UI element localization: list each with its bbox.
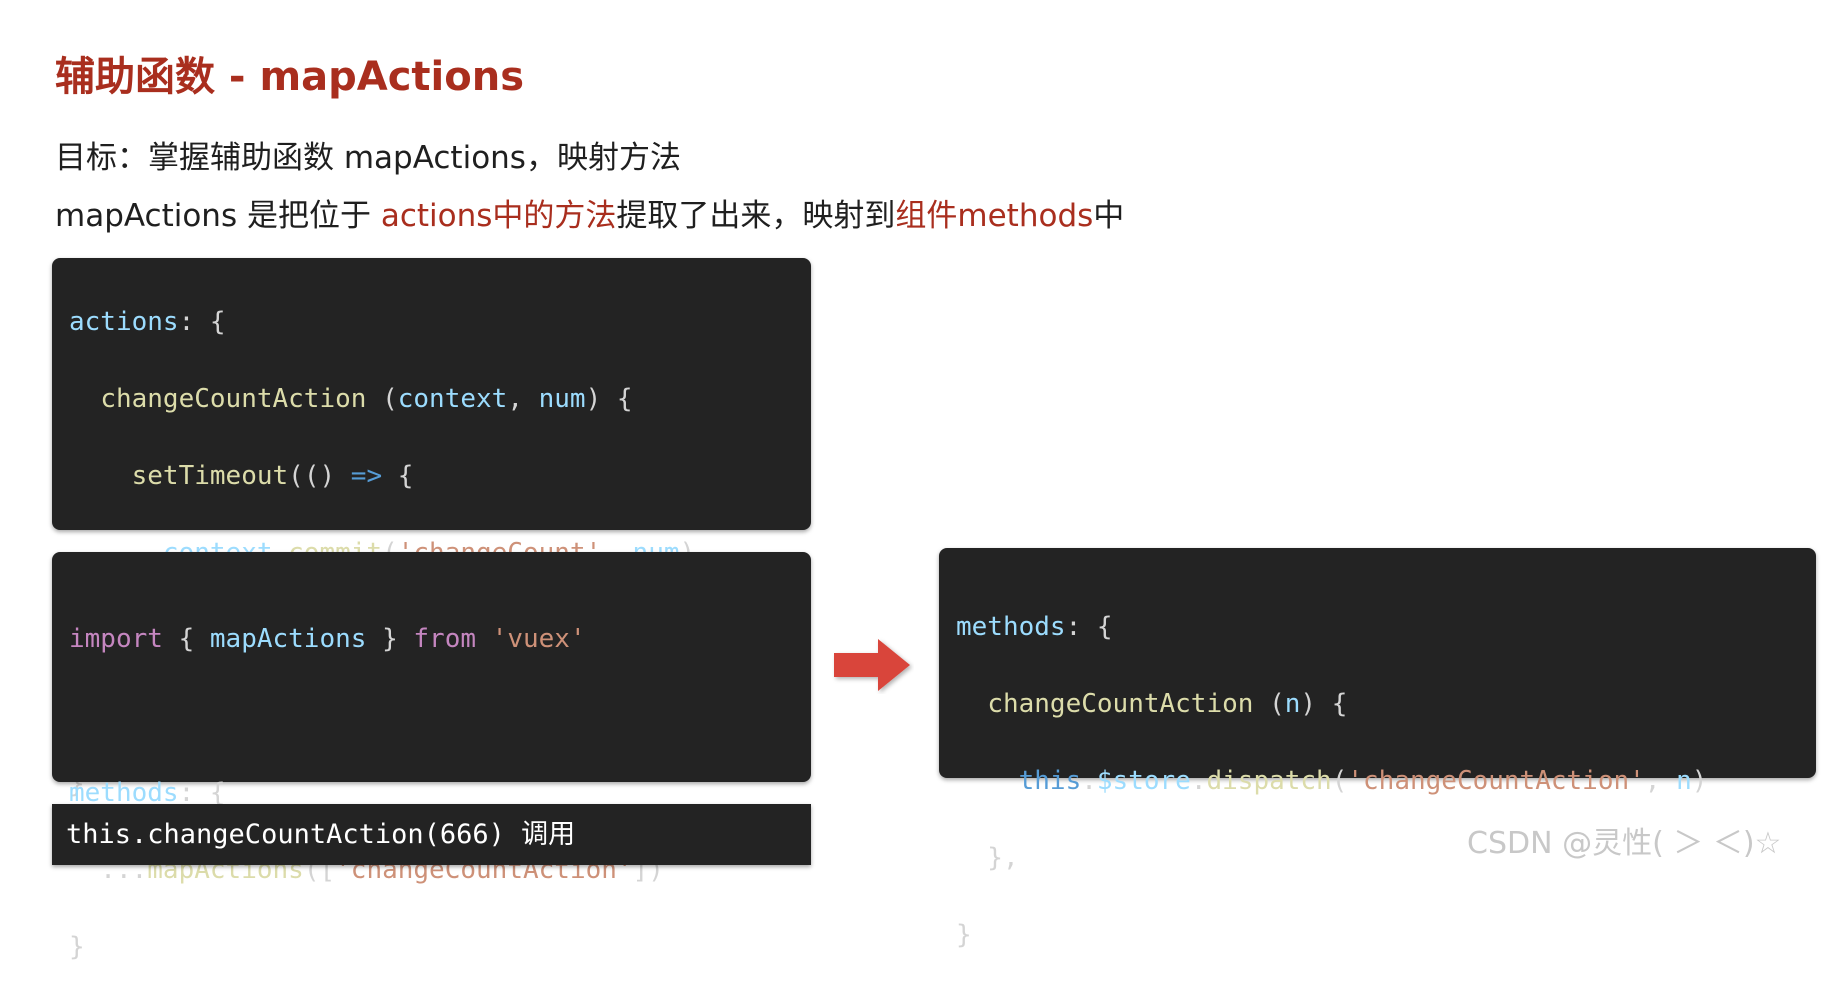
code-token: methods bbox=[956, 611, 1066, 642]
desc-highlight-methods: 组件methods bbox=[895, 198, 1094, 234]
code-token: import bbox=[69, 623, 163, 654]
code-token: n bbox=[1676, 765, 1692, 796]
code-token: num bbox=[538, 383, 586, 414]
code-token: $store bbox=[1096, 765, 1191, 796]
code-line: actions: { bbox=[69, 303, 811, 342]
code-token: . bbox=[1190, 765, 1207, 796]
code-indent bbox=[956, 689, 987, 719]
watermark: CSDN @灵性( ＞ ＜)☆ bbox=[1467, 826, 1782, 861]
page-title: 辅助函数 - mapActions bbox=[55, 54, 525, 100]
code-token: }, bbox=[956, 842, 1019, 873]
code-token bbox=[476, 624, 492, 654]
code-token: 'changeCountAction' bbox=[1347, 765, 1645, 796]
code-token: changeCountAction bbox=[100, 383, 367, 414]
code-line: } bbox=[69, 928, 811, 967]
code-line: methods: { bbox=[956, 608, 1816, 647]
arrow-right-icon bbox=[834, 639, 910, 691]
code-token: n bbox=[1284, 688, 1301, 719]
code-token: 'vuex' bbox=[491, 623, 586, 654]
code-token: : { bbox=[178, 306, 226, 337]
code-line: } bbox=[956, 916, 1816, 955]
actions-code-block: actions: { changeCountAction (context, n… bbox=[52, 258, 811, 799]
code-token: changeCountAction bbox=[987, 688, 1254, 719]
code-token: actions bbox=[69, 306, 179, 337]
desc-part-2: 提取了出来，映射到 bbox=[616, 198, 896, 234]
code-line: setTimeout(() => { bbox=[69, 457, 811, 496]
code-token: ( bbox=[1331, 765, 1348, 796]
code-line: changeCountAction (context, num) { bbox=[69, 380, 811, 419]
code-token: } bbox=[366, 623, 414, 654]
code-line: import { mapActions } from 'vuex' bbox=[69, 620, 811, 659]
code-token: setTimeout bbox=[131, 460, 289, 491]
methods-code-block: methods: { changeCountAction (n) { this.… bbox=[939, 548, 1816, 950]
code-indent bbox=[69, 461, 132, 491]
desc-highlight-actions: actions中的方法 bbox=[380, 198, 617, 234]
code-token: : { bbox=[1065, 611, 1113, 642]
code-token: ) { bbox=[1300, 688, 1348, 719]
code-token: this bbox=[1018, 765, 1082, 796]
code-token: } bbox=[956, 919, 972, 950]
call-text: this.changeCountAction(666) 调用 bbox=[66, 819, 576, 850]
desc-part-1: mapActions 是把位于 bbox=[55, 198, 381, 234]
code-line: changeCountAction (n) { bbox=[956, 685, 1816, 724]
code-line-blank bbox=[69, 697, 811, 736]
code-token: ( bbox=[366, 383, 398, 414]
code-token: , bbox=[1644, 765, 1677, 796]
description-text: mapActions 是把位于 actions中的方法提取了出来，映射到组件me… bbox=[55, 190, 1124, 235]
code-token: { bbox=[382, 460, 414, 491]
goal-text: 目标：掌握辅助函数 mapActions，映射方法 bbox=[55, 140, 681, 176]
code-indent bbox=[956, 766, 1019, 796]
call-code-block: this.changeCountAction(666) 调用 bbox=[52, 804, 811, 865]
code-token: context bbox=[397, 383, 508, 414]
code-token: mapActions bbox=[209, 623, 367, 654]
code-line: this.$store.dispatch('changeCountAction'… bbox=[956, 762, 1816, 801]
code-token: ( bbox=[1253, 688, 1285, 719]
code-token: from bbox=[413, 623, 477, 654]
code-token: methods bbox=[69, 777, 179, 808]
code-line: methods: { bbox=[69, 774, 811, 813]
code-token: => bbox=[350, 460, 383, 491]
code-token: (() bbox=[288, 460, 351, 491]
code-token: . bbox=[1081, 765, 1097, 796]
code-token: dispatch bbox=[1206, 765, 1332, 796]
desc-part-3: 中 bbox=[1093, 198, 1125, 234]
code-token: ) bbox=[1691, 765, 1708, 796]
import-code-block: import { mapActions } from 'vuex' method… bbox=[52, 552, 811, 962]
code-token: } bbox=[69, 931, 85, 962]
code-token: : { bbox=[178, 777, 226, 808]
code-indent bbox=[69, 384, 100, 414]
code-token: , bbox=[507, 383, 539, 414]
code-token: ) { bbox=[585, 383, 633, 414]
code-token: { bbox=[162, 623, 210, 654]
